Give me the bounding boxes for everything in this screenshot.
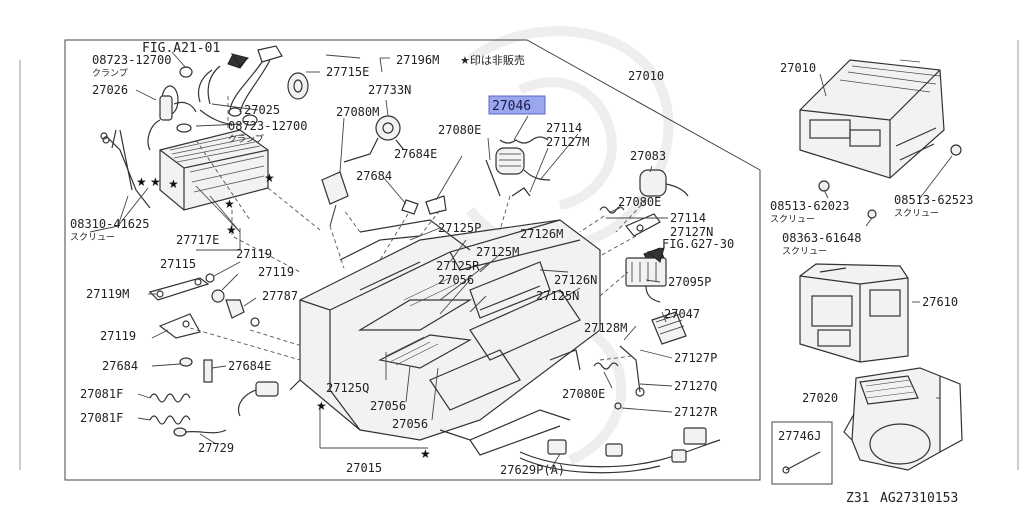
svg-text:★: ★ [226, 223, 237, 237]
main-duct-assembly [289, 219, 601, 456]
footer-code: AG27310153 [880, 491, 958, 506]
label-p27684e-b: 27684E [228, 359, 271, 373]
label-p27729: 27729 [198, 441, 234, 455]
label-p27081f-a: 27081F [80, 387, 123, 401]
label-p27047: 27047 [664, 307, 700, 321]
label-p27015: 27015 [346, 461, 382, 475]
label-p27119-a: 27119 [236, 247, 272, 261]
label-p27125m: 27125M [476, 245, 519, 259]
label-p27127n: 27127N [670, 225, 713, 239]
label-p27056-a: 27056 [438, 273, 474, 287]
label-p27081f-b: 27081F [80, 411, 123, 425]
label-p27119-c: 27119 [100, 329, 136, 343]
label-p27125r: 27125R [436, 259, 480, 273]
leader-lines-right [819, 73, 953, 399]
label-p08363: 08363-61648 [782, 231, 861, 245]
label-p08310-sub: スクリュー [70, 232, 115, 243]
guide-lines [189, 96, 647, 361]
svg-text:★: ★ [420, 447, 431, 461]
label-p27119-b: 27119 [258, 265, 294, 279]
wire-harness [519, 257, 721, 474]
label-p27684-a: 27684 [356, 169, 392, 183]
label-p27010-r: 27010 [780, 61, 816, 75]
label-p08513b-sub: スクリュー [894, 208, 939, 219]
label-p08723a: 08723-12700 [92, 53, 171, 67]
label-p08310: 08310-41625 [70, 217, 149, 231]
label-p27126m: 27126M [520, 227, 563, 241]
main-assembly-frame [64, 39, 761, 481]
label-p08723b-sub: クランプ [228, 134, 264, 145]
label-p27127r: 27127R [674, 405, 718, 419]
linkage-left-group [148, 273, 260, 383]
label-p27115: 27115 [160, 257, 196, 271]
heater-unit-right [799, 59, 962, 219]
label-p27080e-a: 27080E [438, 123, 481, 137]
svg-text:★: ★ [264, 171, 275, 185]
label-p27080e-c: 27080E [562, 387, 605, 401]
label-p27125p: 27125P [438, 221, 481, 235]
label-p27717e: 27717E [176, 233, 219, 247]
label-p27056-c: 27056 [392, 417, 428, 431]
label-p27684e-a: 27684E [394, 147, 437, 161]
label-p27733n: 27733N [368, 83, 411, 97]
label-p27629pa: 27629P(A) [500, 463, 565, 477]
label-p27127m: 27127M [546, 135, 589, 149]
label-p27080m: 27080M [336, 105, 379, 119]
label-p08513a-sub: スクリュー [770, 214, 815, 225]
non-sale-markers: ★ ★ ★ ★ ★ ★ ★ ★ [136, 171, 431, 461]
label-fig2730: FIG.G27-30 [662, 237, 734, 251]
label-p27128m: 27128M [584, 321, 627, 335]
figure-ref: FIG.A21-01 [142, 41, 220, 56]
label-p27127p: 27127P [674, 351, 717, 365]
cooling-unit-right [799, 263, 909, 363]
highlight-27046 [488, 95, 546, 115]
footer-model: Z31 [846, 491, 869, 506]
label-p27610: 27610 [922, 295, 958, 309]
blower-unit-right [843, 367, 963, 471]
label-p08723a-sub: クランプ [92, 68, 128, 79]
label-p27025: 27025 [244, 103, 280, 117]
svg-text:★: ★ [150, 175, 161, 189]
label-p27684-b: 27684 [102, 359, 138, 373]
label-p27715e: 27715E [326, 65, 369, 79]
label-p27196m: 27196M [396, 53, 439, 67]
actuator-center-group [321, 115, 689, 263]
label-p27020: 27020 [802, 391, 838, 405]
label-p08513a: 08513-62023 [770, 199, 849, 213]
label-p27056-b: 27056 [370, 399, 406, 413]
svg-text:★: ★ [224, 197, 235, 211]
labels: FIG.A21-01 08723-12700 クランプ 27196M ★印は非販… [70, 41, 973, 506]
label-p27010: 27010 [628, 69, 664, 83]
label-p27083: 27083 [630, 149, 666, 163]
spring-group-left [149, 381, 279, 437]
label-p27114-a: 27114 [546, 121, 582, 135]
svg-text:★: ★ [168, 177, 179, 191]
label-p27119m: 27119M [86, 287, 129, 301]
label-p27114-b: 27114 [670, 211, 706, 225]
part-27746j-box [771, 421, 833, 485]
leader-lines [89, 51, 673, 471]
label-p08513b: 08513-62523 [894, 193, 973, 207]
label-p27046: 27046 [492, 99, 531, 114]
label-p27126n: 27126N [554, 273, 597, 287]
label-p27026: 27026 [92, 83, 128, 97]
label-p27095p: 27095P [668, 275, 711, 289]
label-p08363-sub: スクリュー [782, 246, 827, 257]
label-p27125n: 27125N [536, 289, 579, 303]
svg-text:★: ★ [316, 399, 327, 413]
label-p27125q: 27125Q [326, 381, 369, 395]
label-p27080e-b: 27080E [618, 195, 661, 209]
label-p27787: 27787 [262, 289, 298, 303]
svg-text:★: ★ [136, 175, 147, 189]
label-p27746j: 27746J [778, 429, 821, 443]
label-p08723b: 08723-12700 [228, 119, 307, 133]
heater-core [100, 119, 269, 211]
label-p27127q: 27127Q [674, 379, 717, 393]
figure-note: ★印は非販売 [460, 54, 525, 67]
